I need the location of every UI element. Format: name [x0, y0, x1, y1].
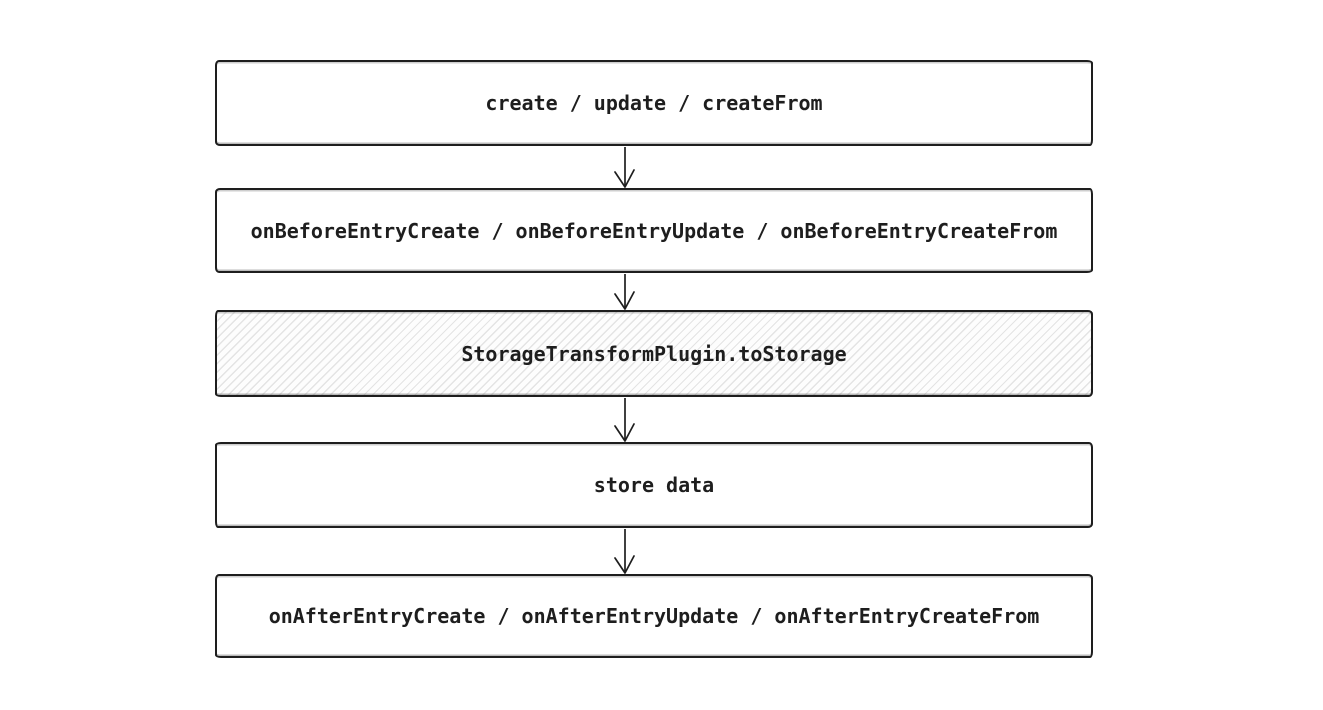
arrow-down-icon [610, 274, 640, 310]
flow-node-label: create / update / createFrom [485, 91, 823, 115]
flow-node-label: StorageTransformPlugin.toStorage [461, 341, 847, 366]
flow-node-label: store data [593, 473, 715, 497]
arrow-down-icon [610, 398, 640, 442]
flow-node-store-data: store data [215, 442, 1093, 528]
flow-node-trigger: create / update / createFrom [215, 60, 1093, 146]
flow-node-label: onAfterEntryCreate / onAfterEntryUpdate … [268, 604, 1040, 628]
flow-node-after-hooks: onAfterEntryCreate / onAfterEntryUpdate … [215, 574, 1093, 658]
flow-node-label: onBeforeEntryCreate / onBeforeEntryUpdat… [250, 218, 1058, 243]
arrow-down-icon [610, 529, 640, 574]
arrow-down-icon [610, 147, 640, 188]
flow-node-before-hooks: onBeforeEntryCreate / onBeforeEntryUpdat… [215, 188, 1093, 273]
flow-node-storage-transform: StorageTransformPlugin.toStorage [215, 310, 1093, 397]
